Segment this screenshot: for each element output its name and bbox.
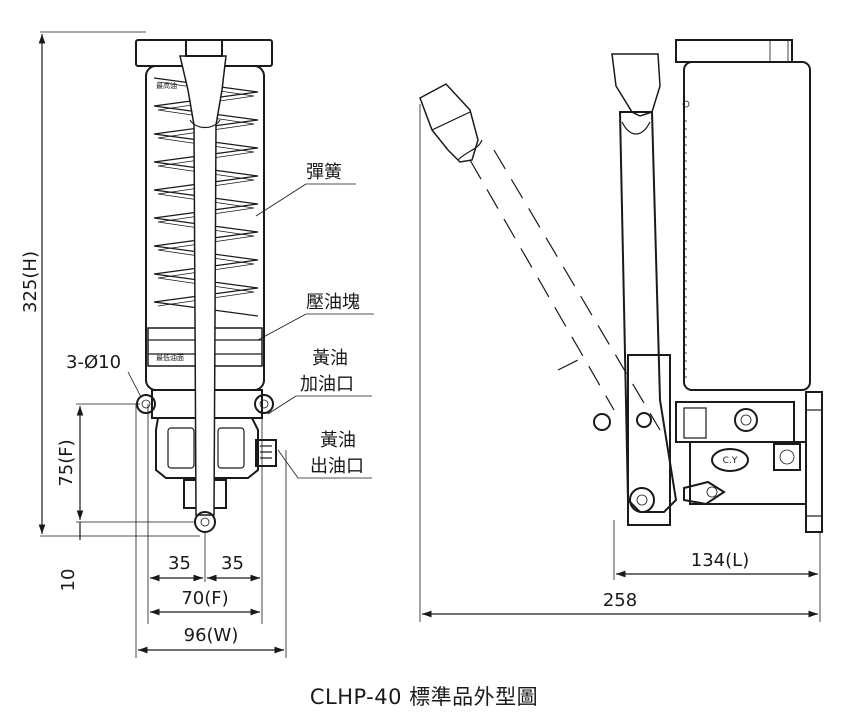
side-mount-flange — [805, 391, 823, 533]
drawing-caption: CLHP-40 標準品外型圖 — [309, 685, 539, 709]
side-reservoir-cap — [675, 39, 793, 63]
side-fitting-bolt — [734, 408, 758, 432]
brand-text: C.Y — [723, 456, 738, 466]
side-view: C.Y — [419, 39, 823, 533]
width-dim-label: 96(W) — [184, 625, 239, 646]
side-connector — [683, 480, 726, 506]
front-dimensions: 325(H) 75(F) 10 3-Ø10 35 35 70(F) 96(W) — [20, 31, 287, 658]
hole-dim-label: 3-Ø10 — [66, 352, 121, 373]
right35-dim-label: 35 — [221, 553, 244, 574]
outlet-label-line2: 出油口 — [310, 456, 364, 477]
side-handle-pivot — [629, 487, 655, 513]
max-level-mark: 最高油 — [156, 81, 177, 90]
side-reservoir-body — [683, 61, 811, 391]
side-pump-housing — [627, 354, 671, 526]
side-outlet-nut — [773, 443, 801, 471]
left35-dim-label: 35 — [168, 553, 191, 574]
raised-handle-ghost — [419, 83, 661, 431]
inlet-label-line2: 加油口 — [300, 374, 354, 395]
f75-dim-label: 75(F) — [56, 439, 77, 486]
front-callouts: 彈簧 壓油塊 黃油 加油口 黃油 出油口 — [255, 162, 374, 479]
mount-hole-right — [254, 394, 274, 414]
outlet-fitting — [255, 439, 277, 467]
f70-dim-label: 70(F) — [181, 588, 228, 609]
height-dim-label: 325(H) — [20, 251, 41, 313]
side-dimensions: 134(L) 258 — [419, 104, 821, 622]
side-handle-grip — [611, 53, 661, 117]
brand-plate — [711, 448, 749, 472]
min-level-mark: 最低油面 — [156, 353, 184, 362]
outlet-label-line1: 黃油 — [320, 430, 356, 451]
handle-grip-top — [185, 39, 223, 57]
ten-dim-label: 10 — [58, 569, 79, 592]
total-dim-label: 258 — [603, 590, 637, 611]
pump-body — [155, 417, 259, 479]
spring-label: 彈簧 — [306, 162, 342, 183]
front-view: 最高油 最低油面 — [135, 39, 277, 533]
handle-lever — [179, 55, 227, 516]
block-label: 壓油塊 — [306, 292, 360, 313]
inlet-label-line1: 黃油 — [312, 348, 348, 369]
length-dim-label: 134(L) — [691, 550, 749, 571]
